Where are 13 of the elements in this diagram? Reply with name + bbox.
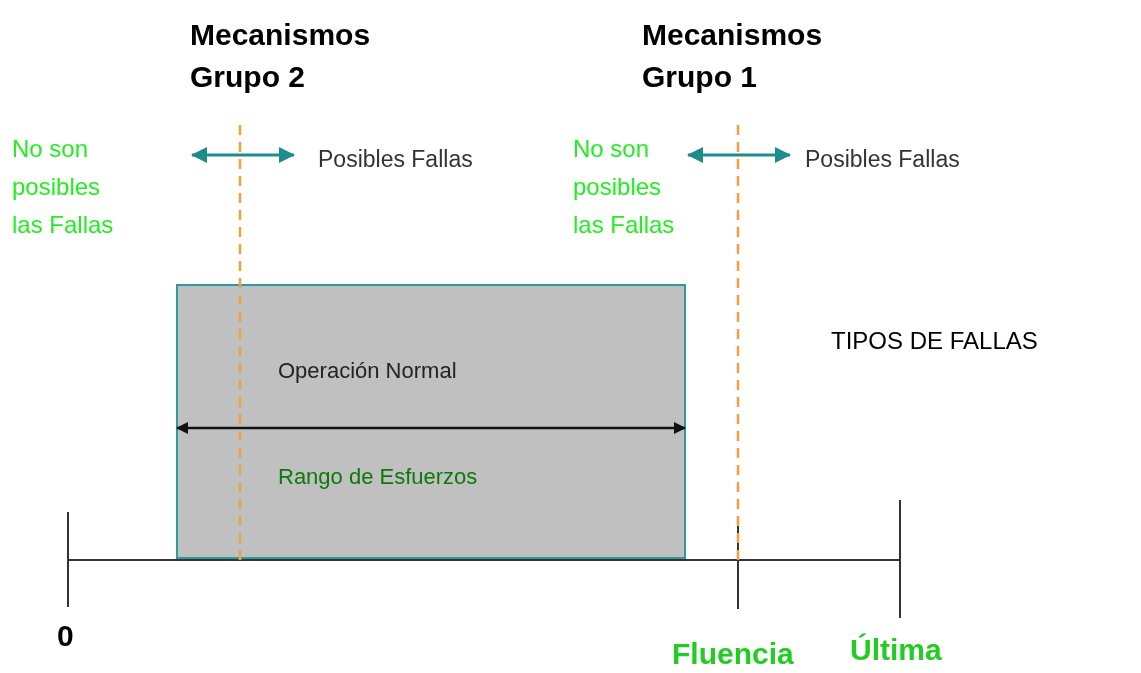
group-heading: Mecanismos Grupo 2 [190, 17, 372, 95]
range-subtitle: Rango de Esfuerzos [278, 463, 478, 491]
failure-note: Posibles Fallas [805, 145, 960, 174]
axis-value: 0 [57, 618, 74, 654]
failure-note: Posibles Fallas [318, 145, 473, 174]
range-box [176, 284, 686, 559]
axis-value: Fluencia [672, 636, 794, 672]
diagram-title: TIPOS DE FALLAS [831, 326, 1038, 356]
no-failure-note: No son posibles las Fallas [573, 134, 676, 240]
no-failure-note: No son posibles las Fallas [12, 134, 115, 240]
axis-value: Última [850, 632, 942, 668]
range-title: Operación Normal [278, 357, 457, 385]
group-heading: Mecanismos Grupo 1 [642, 17, 824, 95]
